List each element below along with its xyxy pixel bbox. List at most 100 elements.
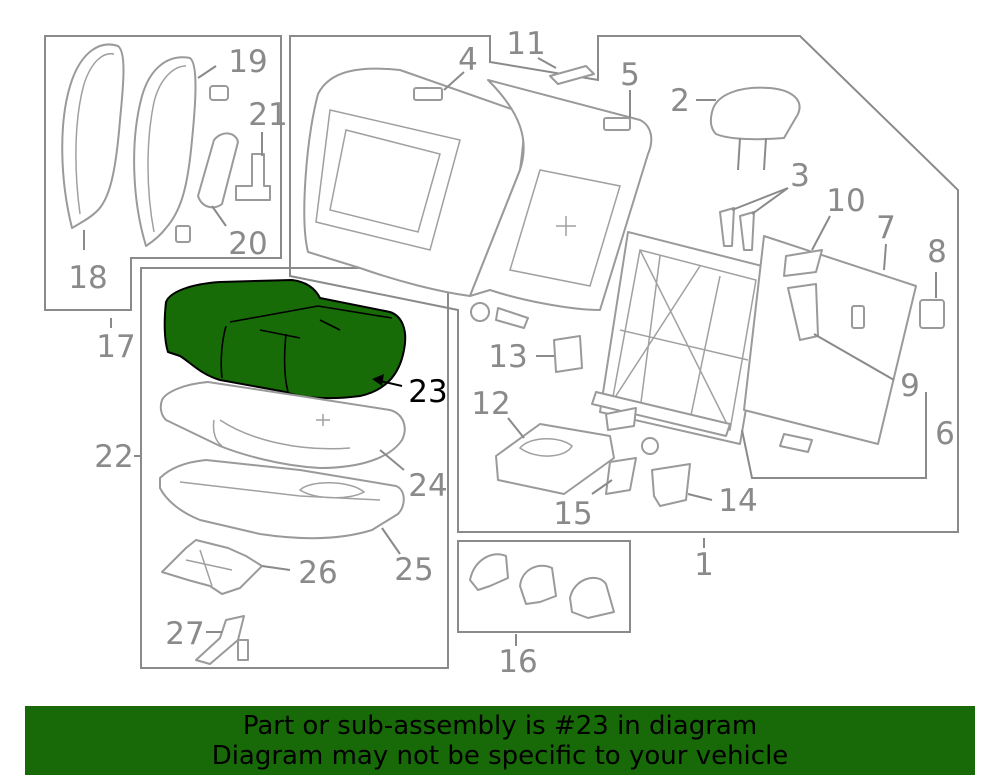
callout-20: 20: [228, 226, 267, 262]
part-16-bracket-a: [469, 553, 509, 591]
callout-23: 23: [408, 374, 447, 410]
part-4-seatback: [303, 67, 525, 297]
banner-line-1: Part or sub-assembly is #23 in diagram: [242, 710, 758, 741]
leader-4: [443, 71, 465, 91]
frame-group-16: [457, 540, 631, 633]
part-18-clip: [175, 225, 191, 243]
part-13-hinge: [553, 335, 583, 373]
callout-26: 26: [298, 555, 337, 591]
callout-16: 16: [498, 644, 537, 680]
part-5-cross: [556, 216, 576, 236]
leader-26: [261, 565, 291, 571]
callout-11: 11: [506, 26, 545, 62]
part-3-guide-a: [719, 207, 735, 247]
leader-19: [197, 65, 217, 79]
callout-10: 10: [826, 183, 865, 219]
callout-1: 1: [694, 547, 714, 583]
part-fastener-bolt: [495, 307, 529, 329]
callout-22: 22: [94, 439, 133, 475]
part-27-bolt: [237, 639, 249, 661]
callout-5: 5: [620, 57, 640, 93]
leader-12: [507, 417, 525, 439]
callout-21: 21: [248, 97, 287, 133]
callout-8: 8: [927, 234, 947, 270]
leader-3a: [731, 187, 789, 211]
part-16-bracket-c: [569, 576, 615, 619]
part-10-clip: [783, 249, 823, 277]
callout-12: 12: [471, 386, 510, 422]
part-11-cover: [549, 65, 595, 85]
part-5-latch: [603, 117, 631, 131]
part-23-seam-a: [220, 325, 227, 379]
part-18-bolster: [61, 43, 125, 229]
part-23-seam-c: [283, 333, 289, 393]
part-7-slot: [851, 305, 865, 329]
part-2-headrest: [709, 86, 801, 141]
callout-25: 25: [394, 552, 433, 588]
callout-19: 19: [228, 44, 267, 80]
part-4-panel: [315, 109, 461, 251]
part-19-bolster: [133, 56, 197, 247]
leader-3b: [751, 187, 789, 215]
part-21-bracket: [235, 153, 271, 201]
part-16-bracket-b: [519, 564, 557, 605]
part-5-panel: [509, 169, 621, 287]
callout-15: 15: [553, 496, 592, 532]
callout-9: 9: [900, 368, 920, 404]
callout-6: 6: [935, 416, 955, 452]
callout-17: 17: [96, 329, 135, 365]
part-23-seam-d: [259, 319, 341, 339]
parts-diagram: 1 2 3 4 5 6 7 8 9 10 11 12 13 14 15 16 1…: [44, 26, 959, 680]
part-19-bolster-edge: [147, 65, 187, 233]
part-12-ring: [641, 437, 659, 455]
part-12-tray: [495, 423, 615, 495]
leader-9: [813, 333, 895, 381]
banner-line-2: Diagram may not be specific to your vehi…: [211, 740, 789, 771]
part-18-bolster-edge: [75, 52, 115, 215]
part-15-bracket: [605, 457, 637, 495]
callout-27: 27: [165, 616, 204, 652]
part-24-pad-edge: [212, 419, 351, 450]
part-4-panel-inner: [329, 129, 441, 233]
leader-20: [211, 205, 227, 227]
leader-15: [591, 479, 613, 495]
part-24-pad-cross: [316, 414, 330, 426]
callout-4: 4: [458, 42, 478, 78]
leader-7: [883, 243, 887, 271]
callout-18: 18: [68, 260, 107, 296]
part-7-panel: [743, 235, 917, 445]
frame-group-1: [289, 35, 959, 533]
part-26-bracket-inner: [185, 549, 233, 587]
part-3-guide-b: [739, 211, 755, 251]
part-6-bar: [591, 391, 731, 437]
part-2-post-right: [763, 137, 767, 171]
callout-2: 2: [670, 83, 690, 119]
frame-group-22: [140, 267, 449, 669]
leader-10: [811, 215, 831, 251]
part-25-pan: [159, 459, 405, 540]
part-25-pan-inner: [179, 481, 381, 501]
part-4-latch: [413, 87, 443, 101]
frame-group-17: [44, 35, 282, 311]
part-6-wire-a: [611, 249, 749, 431]
part-8-latch: [919, 299, 945, 329]
leader-6: [741, 392, 927, 479]
part-7-tab: [779, 433, 813, 453]
part-19-clip: [209, 85, 229, 101]
info-banner: Part or sub-assembly is #23 in diagram D…: [25, 706, 975, 775]
callout-14: 14: [718, 483, 757, 519]
part-23-seam-b: [229, 305, 393, 323]
callout-3: 3: [790, 158, 810, 194]
part-hinge-bracket: [605, 407, 637, 431]
leader-25: [381, 527, 401, 555]
part-27-bracket: [195, 615, 245, 665]
part-24-pad: [159, 381, 406, 469]
callout-7: 7: [876, 210, 896, 246]
part-14-bracket: [651, 463, 691, 507]
part-20-cover: [197, 132, 239, 209]
part-12-cup: [518, 438, 573, 457]
part-fastener-nut: [470, 302, 490, 322]
leader-24: [379, 449, 405, 471]
callout-24: 24: [408, 468, 447, 504]
leader-23-arrowhead: [372, 374, 384, 386]
